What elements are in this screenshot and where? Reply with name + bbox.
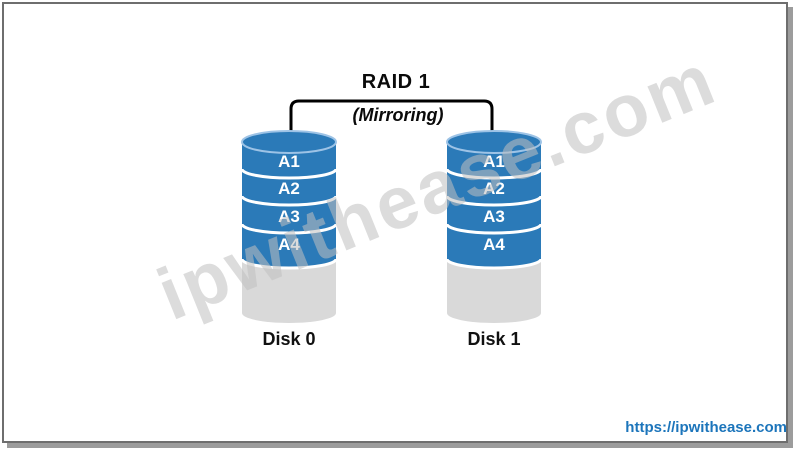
disk-0-block-a3: A3 — [278, 207, 300, 226]
disk-1-block-a1: A1 — [483, 152, 505, 171]
disk-1-separator-2 — [445, 195, 543, 207]
disk-0-separator-2 — [240, 195, 338, 207]
disk-0-separator-1 — [240, 168, 338, 180]
disk-0-top-ellipse — [241, 130, 337, 154]
disk-1-separator-1 — [445, 168, 543, 180]
disk-0-cylinder: A1 A2 A3 A4 — [240, 130, 338, 323]
disk-0-separator-3 — [240, 223, 338, 235]
disk-1-separator-3 — [445, 223, 543, 235]
disk-0-block-a4: A4 — [278, 235, 300, 254]
disk-0-separator-4 — [240, 258, 338, 270]
disk-1-block-a4: A4 — [483, 235, 505, 254]
disk-0-block-a2: A2 — [278, 179, 300, 198]
diagram-frame — [2, 2, 788, 443]
disk-0-block-a1: A1 — [278, 152, 300, 171]
disk-1-block-a2: A2 — [483, 179, 505, 198]
disk-0-label: Disk 0 — [262, 329, 315, 349]
disk-1-label: Disk 1 — [467, 329, 520, 349]
mirror-bracket-connector — [289, 99, 494, 136]
disk-1-block-a3: A3 — [483, 207, 505, 226]
footer-url-link[interactable]: https://ipwithease.com — [625, 419, 787, 436]
diagram-subtitle: (Mirroring) — [353, 105, 444, 125]
diagram-title: RAID 1 — [362, 71, 431, 93]
disk-1-top-ellipse — [446, 130, 542, 154]
disk-1-cylinder: A1 A2 A3 A4 — [445, 130, 543, 323]
disk-1-separator-4 — [445, 258, 543, 270]
